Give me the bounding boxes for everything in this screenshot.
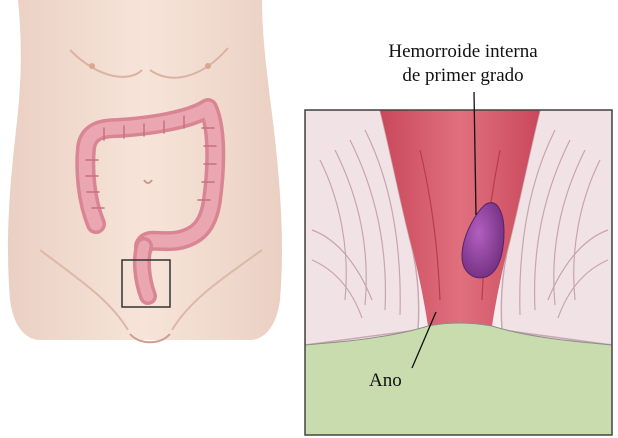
cross-section-panel — [305, 110, 612, 435]
anus-label: Ano — [369, 370, 402, 392]
left-nipple — [89, 63, 95, 69]
hemorrhoid-label-line1: Hemorroide interna — [388, 41, 537, 63]
right-nipple — [205, 63, 211, 69]
hemorrhoid-label-line2: de primer grado — [402, 65, 523, 87]
torso-figure — [8, 0, 282, 342]
